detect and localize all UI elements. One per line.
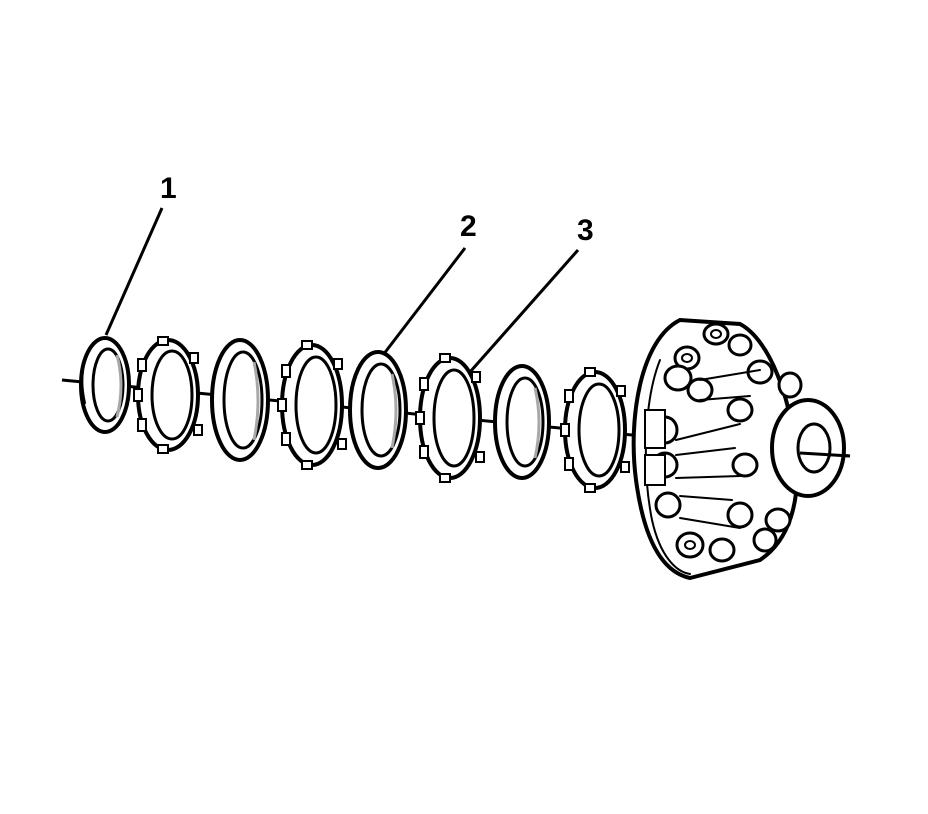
steel-plate-2 [210, 338, 270, 462]
fiber-plate-3 [415, 353, 485, 483]
fiber-plate-1 [133, 336, 203, 454]
steel-plate-3 [348, 350, 408, 470]
steel-plate-1 [79, 336, 131, 434]
callout-1-label: 1 [160, 172, 177, 205]
clutch-hub [631, 317, 851, 581]
fiber-plate-4 [560, 367, 630, 493]
steel-plate-4 [493, 364, 551, 480]
hub-ridges [644, 369, 761, 529]
callout-2-label: 2 [460, 210, 477, 243]
callout-3-leader [468, 249, 580, 373]
hub-bore [796, 422, 832, 474]
callout-3-label: 3 [577, 214, 594, 247]
callout-2-leader [381, 247, 467, 356]
callout-1-leader [104, 207, 164, 336]
fiber-plate-2 [277, 340, 347, 470]
